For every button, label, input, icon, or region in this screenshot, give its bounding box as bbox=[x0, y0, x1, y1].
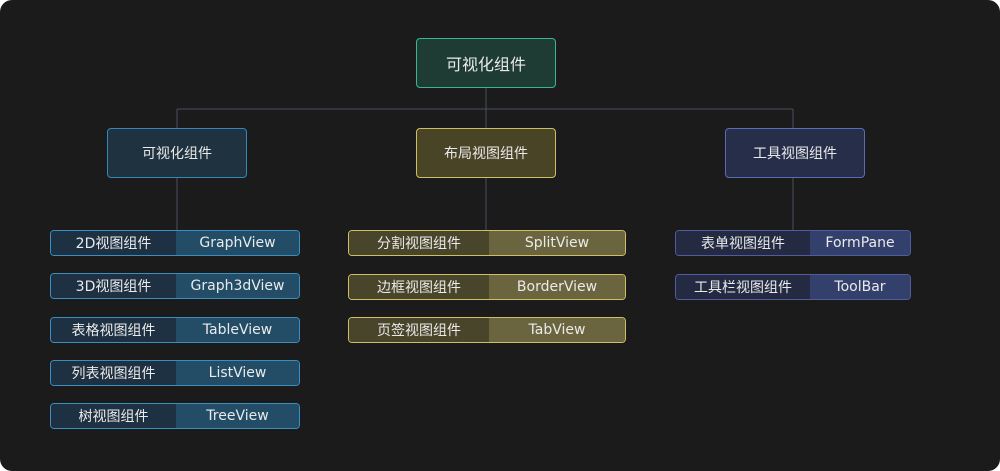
category-layout-node: 布局视图组件 bbox=[416, 128, 556, 178]
component-item-toolbar: 工具栏视图组件 ToolBar bbox=[675, 274, 911, 300]
component-en-label: BorderView bbox=[489, 275, 625, 299]
component-item-listview: 列表视图组件 ListView bbox=[50, 360, 300, 386]
component-item-graphview: 2D视图组件 GraphView bbox=[50, 230, 300, 256]
component-en-label: ToolBar bbox=[810, 275, 910, 299]
component-cn-label: 工具栏视图组件 bbox=[676, 275, 810, 299]
component-cn-label: 树视图组件 bbox=[51, 404, 176, 428]
component-en-label: ListView bbox=[176, 361, 299, 385]
component-cn-label: 2D视图组件 bbox=[51, 231, 176, 255]
component-item-treeview: 树视图组件 TreeView bbox=[50, 403, 300, 429]
component-en-label: FormPane bbox=[810, 231, 910, 255]
component-cn-label: 分割视图组件 bbox=[349, 231, 489, 255]
category-visual-node: 可视化组件 bbox=[107, 128, 247, 178]
component-item-borderview: 边框视图组件 BorderView bbox=[348, 274, 626, 300]
component-en-label: TableView bbox=[176, 318, 299, 342]
component-cn-label: 页签视图组件 bbox=[349, 318, 489, 342]
component-item-tableview: 表格视图组件 TableView bbox=[50, 317, 300, 343]
component-item-formpane: 表单视图组件 FormPane bbox=[675, 230, 911, 256]
component-en-label: TabView bbox=[489, 318, 625, 342]
component-en-label: GraphView bbox=[176, 231, 299, 255]
component-cn-label: 列表视图组件 bbox=[51, 361, 176, 385]
component-item-splitview: 分割视图组件 SplitView bbox=[348, 230, 626, 256]
component-en-label: Graph3dView bbox=[176, 274, 299, 298]
component-item-tabview: 页签视图组件 TabView bbox=[348, 317, 626, 343]
component-cn-label: 3D视图组件 bbox=[51, 274, 176, 298]
component-cn-label: 边框视图组件 bbox=[349, 275, 489, 299]
component-en-label: SplitView bbox=[489, 231, 625, 255]
root-node: 可视化组件 bbox=[416, 38, 556, 88]
component-cn-label: 表单视图组件 bbox=[676, 231, 810, 255]
component-item-graph3dview: 3D视图组件 Graph3dView bbox=[50, 273, 300, 299]
component-cn-label: 表格视图组件 bbox=[51, 318, 176, 342]
component-en-label: TreeView bbox=[176, 404, 299, 428]
category-tool-node: 工具视图组件 bbox=[725, 128, 865, 178]
